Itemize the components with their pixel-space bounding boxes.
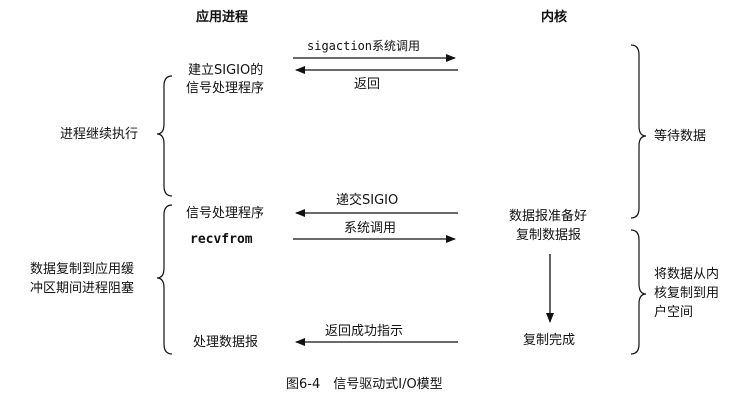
kernel-copy-datagram: 复制数据报 — [516, 228, 582, 243]
app-recvfrom: recvfrom — [190, 232, 253, 247]
left-block-line2: 冲区期间进程阻塞 — [30, 281, 135, 296]
right-copy-line2: 核复制到用 — [654, 286, 720, 301]
right-wait-data: 等待数据 — [654, 129, 707, 144]
kernel-copy-done: 复制完成 — [523, 333, 576, 348]
label-return: 返回 — [354, 77, 381, 92]
brace-left-block — [156, 204, 173, 355]
brace-left-continue — [156, 75, 173, 197]
app-setup-handler-line1: 建立SIGIO的 — [188, 63, 264, 78]
app-process-datagram: 处理数据报 — [193, 335, 259, 350]
header-kernel: 内核 — [541, 10, 568, 25]
app-setup-handler-line2: 信号处理程序 — [186, 81, 265, 96]
right-copy-line1: 将数据从内 — [654, 267, 720, 282]
figure-caption: 图6-4 信号驱动式I/O模型 — [286, 377, 443, 392]
brace-right-copy — [630, 229, 647, 355]
label-sigaction-call: sigaction系统调用 — [307, 39, 421, 53]
header-app-process: 应用进程 — [196, 10, 249, 25]
left-block-line1: 数据复制到应用缓 — [30, 262, 135, 277]
app-signal-handler: 信号处理程序 — [186, 206, 265, 221]
left-process-continues: 进程继续执行 — [60, 127, 139, 142]
right-copy-line3: 户空间 — [654, 305, 694, 320]
brace-right-wait — [630, 44, 647, 219]
label-deliver-sigio: 递交SIGIO — [336, 193, 399, 208]
label-return-success: 返回成功指示 — [325, 324, 404, 339]
kernel-datagram-ready: 数据报准备好 — [509, 209, 588, 224]
label-syscall: 系统调用 — [344, 221, 397, 236]
